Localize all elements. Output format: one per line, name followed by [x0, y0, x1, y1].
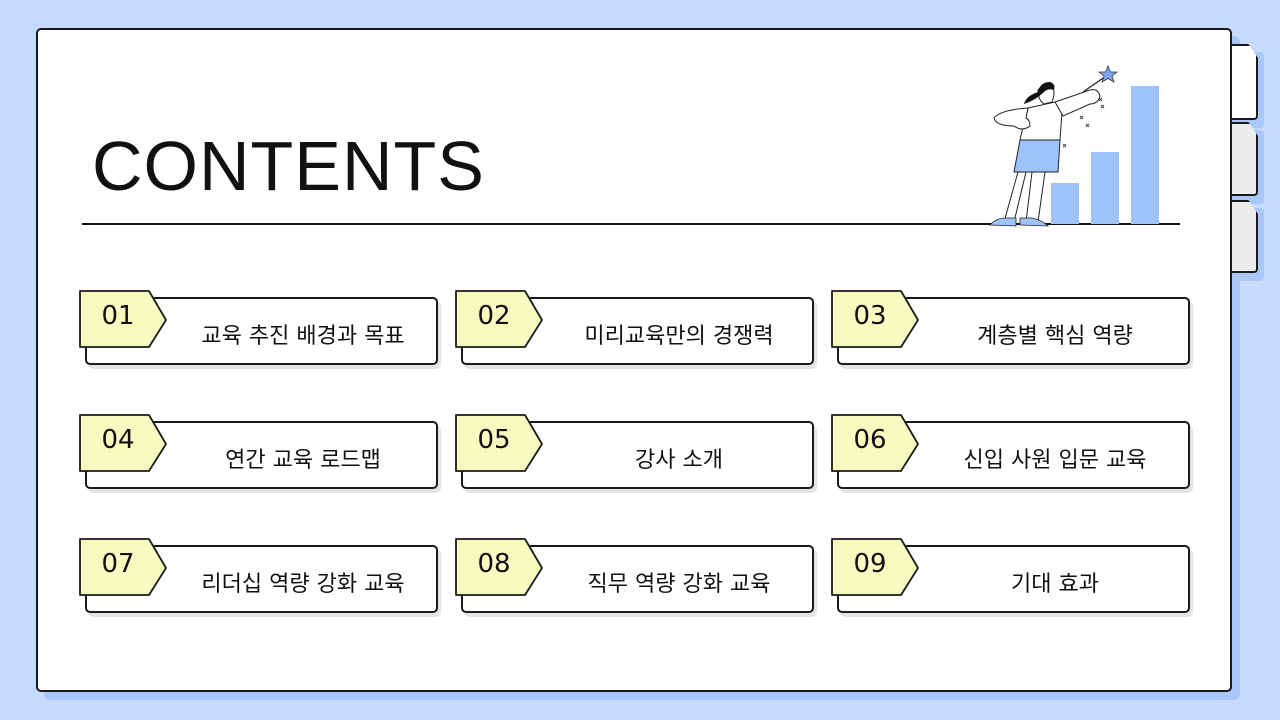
item-number: 06 — [853, 425, 887, 455]
contents-item-02[interactable]: 02 미리교육만의 경쟁력 — [455, 290, 815, 370]
contents-item-01[interactable]: 01 교육 추진 배경과 목표 — [79, 290, 439, 370]
title-divider — [82, 223, 1180, 225]
item-number: 04 — [101, 425, 135, 455]
contents-item-07[interactable]: 07 리더십 역량 강화 교육 — [79, 538, 439, 618]
item-label: 리더십 역량 강화 교육 — [201, 572, 405, 597]
contents-sheet: CONTENTS — [36, 28, 1232, 692]
item-label: 연간 교육 로드맵 — [225, 448, 381, 473]
item-number: 02 — [477, 301, 511, 331]
item-number: 05 — [477, 425, 511, 455]
contents-item-09[interactable]: 09 기대 효과 — [831, 538, 1191, 618]
number-badge: 02 — [455, 290, 543, 348]
item-label: 강사 소개 — [635, 448, 723, 473]
star-icon — [1097, 64, 1119, 83]
item-number: 01 — [101, 301, 135, 331]
item-label: 직무 역량 강화 교육 — [587, 572, 771, 597]
contents-item-08[interactable]: 08 직무 역량 강화 교육 — [455, 538, 815, 618]
number-badge: 08 — [455, 538, 543, 596]
item-label: 미리교육만의 경쟁력 — [584, 324, 774, 349]
contents-item-03[interactable]: 03 계층별 핵심 역량 — [831, 290, 1191, 370]
item-label: 신입 사원 입문 교육 — [963, 448, 1147, 473]
number-badge: 04 — [79, 414, 167, 472]
number-badge: 05 — [455, 414, 543, 472]
item-number: 08 — [477, 549, 511, 579]
number-badge: 09 — [831, 538, 919, 596]
item-number: 09 — [853, 549, 887, 579]
growth-chart-illustration — [989, 64, 1159, 227]
item-label: 교육 추진 배경과 목표 — [201, 324, 405, 349]
contents-item-05[interactable]: 05 강사 소개 — [455, 414, 815, 494]
item-label: 기대 효과 — [1011, 572, 1099, 597]
number-badge: 07 — [79, 538, 167, 596]
page-title: CONTENTS — [92, 127, 485, 205]
item-number: 07 — [101, 549, 135, 579]
contents-item-04[interactable]: 04 연간 교육 로드맵 — [79, 414, 439, 494]
contents-item-06[interactable]: 06 신입 사원 입문 교육 — [831, 414, 1191, 494]
item-number: 03 — [853, 301, 887, 331]
number-badge: 01 — [79, 290, 167, 348]
number-badge: 06 — [831, 414, 919, 472]
number-badge: 03 — [831, 290, 919, 348]
item-label: 계층별 핵심 역량 — [977, 324, 1133, 349]
